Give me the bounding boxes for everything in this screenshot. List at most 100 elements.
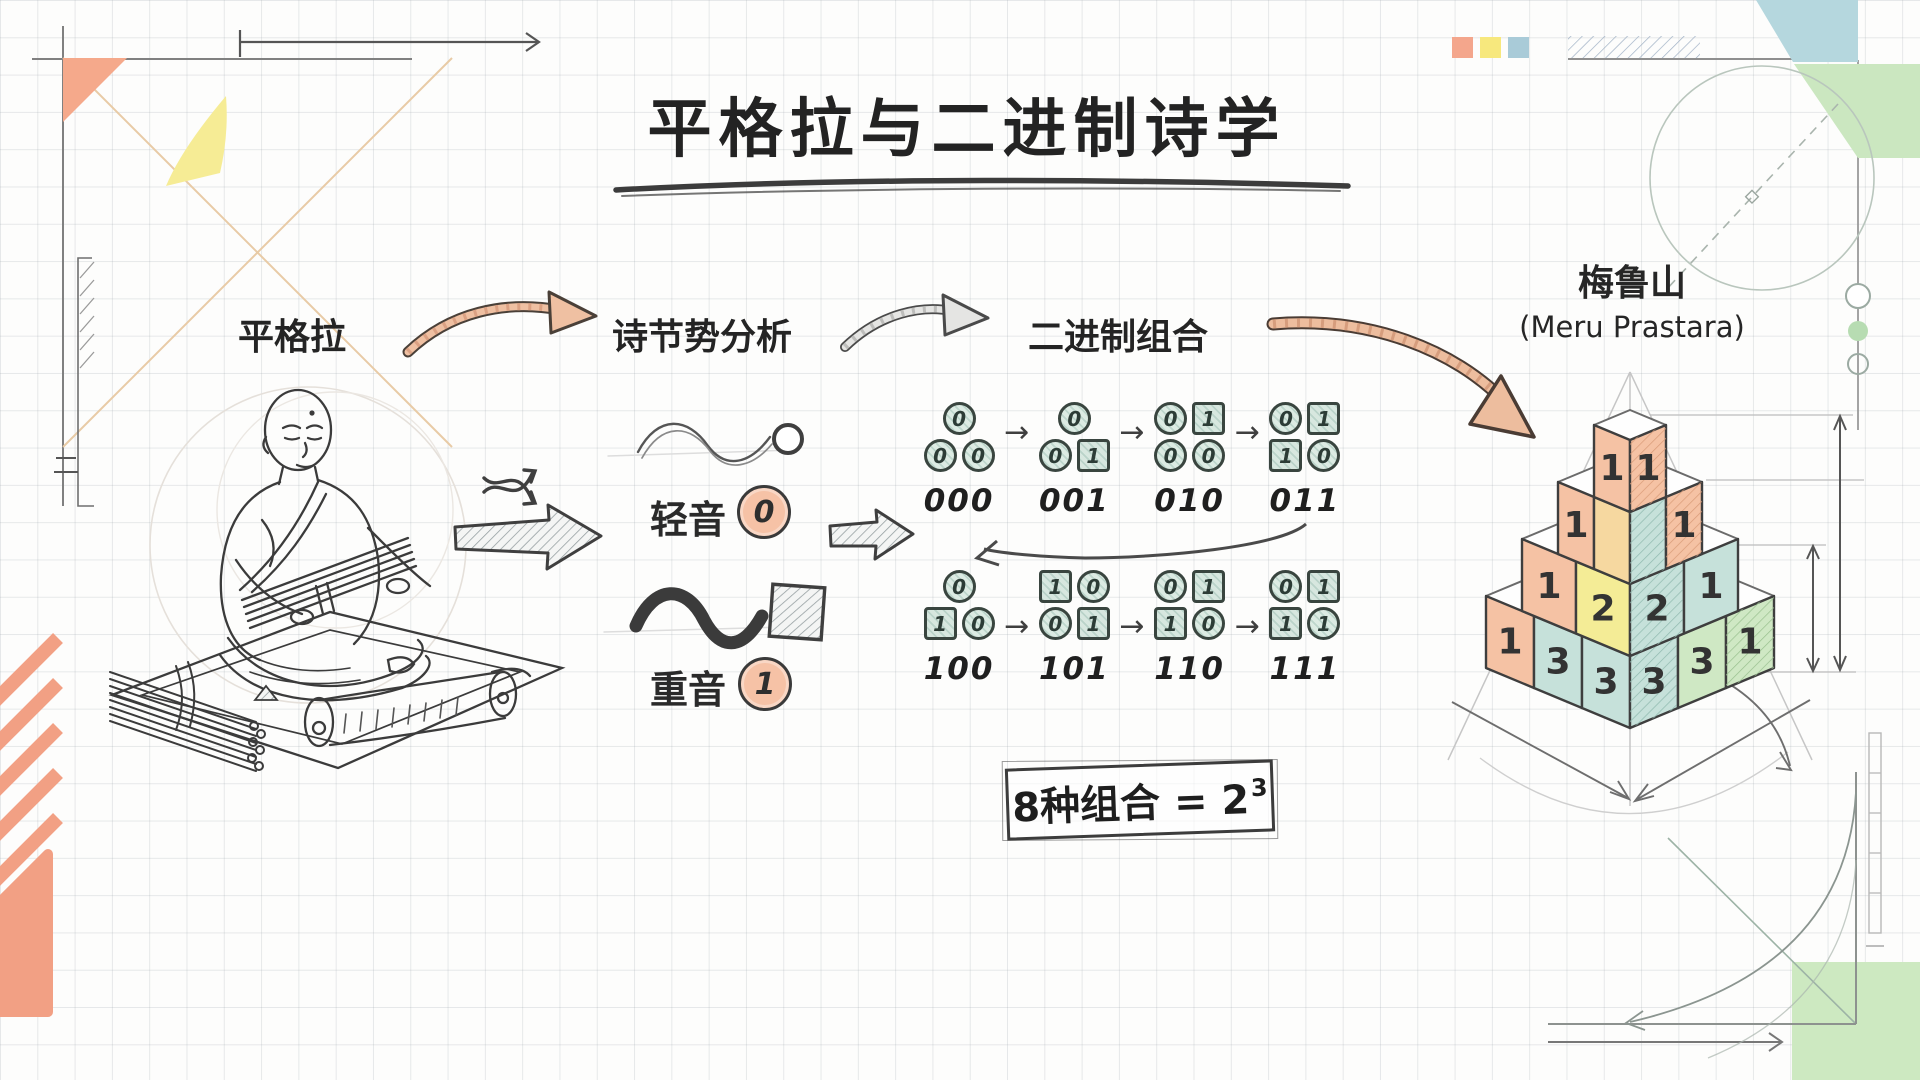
flow-step-binary-combination: 二进制组合 bbox=[1028, 317, 1209, 358]
pyramid-face-value: 2 bbox=[1590, 588, 1615, 629]
pyramid-face-hatch bbox=[1666, 482, 1702, 569]
pyramid-face-value: 3 bbox=[1689, 642, 1714, 683]
binary-label: 000 bbox=[923, 483, 995, 519]
syllable-token-square: 1 bbox=[1076, 607, 1110, 640]
block-arrow-2 bbox=[828, 508, 915, 561]
syllable-token-circle: 0 bbox=[1192, 607, 1226, 640]
binary-label: 010 bbox=[1154, 483, 1225, 519]
pyramid-face-value: 3 bbox=[1641, 662, 1666, 703]
binary-label: 100 bbox=[923, 651, 995, 687]
syllable-token-square: 1 bbox=[1076, 439, 1110, 472]
dimension-arrow-short bbox=[1806, 543, 1820, 674]
flow-arrow-3 bbox=[1266, 316, 1536, 439]
syllable-token-circle: 0 bbox=[1269, 570, 1303, 603]
corner-decoration-bottom-left bbox=[0, 633, 63, 1017]
binary-label: 111 bbox=[1269, 651, 1341, 687]
accent-square-salmon bbox=[1452, 37, 1473, 58]
combo-step-arrow: → bbox=[1004, 415, 1030, 450]
light-circle-marker bbox=[772, 423, 804, 455]
syllable-token-square: 1 bbox=[1269, 439, 1303, 472]
corner-decoration-top-right bbox=[1452, 0, 1920, 430]
manuscript-bundle bbox=[240, 536, 418, 630]
heavy-syllable-badge: 1 bbox=[738, 657, 792, 711]
combo-step-arrow: → bbox=[1234, 415, 1260, 450]
pyramid-face-hatch bbox=[1630, 497, 1666, 584]
binary-label: 011 bbox=[1269, 483, 1341, 519]
combo-step-arrow: → bbox=[1119, 415, 1145, 450]
syllable-token-square: 1 bbox=[1154, 607, 1188, 640]
pyramid-face-value: 2 bbox=[1644, 588, 1669, 629]
syllable-token-circle: 0 bbox=[1154, 439, 1188, 472]
formula-text: 8种组合 = 2 bbox=[1011, 777, 1251, 832]
title-underline bbox=[613, 177, 1351, 197]
heavy-square-marker bbox=[767, 582, 827, 642]
syllable-token-circle: 0 bbox=[1269, 402, 1303, 435]
dimension-arrow-tall bbox=[1833, 413, 1847, 673]
light-syllable-label: 轻音 bbox=[650, 498, 727, 542]
scroll bbox=[303, 667, 532, 748]
syllable-token-circle: 0 bbox=[942, 570, 976, 603]
syllable-token-circle: 0 bbox=[1192, 439, 1226, 472]
pyramid-face-value: 1 bbox=[1635, 448, 1660, 489]
binary-label: 101 bbox=[1038, 651, 1110, 687]
pyramid-face-value: 1 bbox=[1671, 505, 1696, 546]
bindi-dot bbox=[309, 410, 315, 416]
syllable-token-circle: 0 bbox=[1154, 570, 1188, 603]
shuffle-icon bbox=[482, 468, 538, 506]
block-arrow-1 bbox=[453, 503, 603, 571]
flow-step-meter-analysis: 诗节势分析 bbox=[612, 317, 793, 358]
pyramid-face-hatch bbox=[1630, 425, 1666, 512]
syllable-token-circle: 0 bbox=[1057, 402, 1091, 435]
light-syllable-badge: 0 bbox=[737, 485, 791, 539]
syllable-token-circle: 0 bbox=[1154, 402, 1188, 435]
pyramid-face-value: 3 bbox=[1545, 642, 1570, 683]
meru-title-en: (Meru Prastara) bbox=[1519, 310, 1745, 344]
flow-arrow-2 bbox=[840, 293, 990, 352]
syllable-token-circle: 0 bbox=[961, 439, 995, 472]
formula-exponent: 3 bbox=[1250, 773, 1268, 803]
pyramid-face-value: 1 bbox=[1698, 566, 1723, 607]
flow-step-pingala: 平格拉 bbox=[238, 317, 347, 358]
syllable-token-circle: 0 bbox=[1307, 439, 1341, 472]
pyramid-face-value: 1 bbox=[1563, 505, 1588, 546]
accent-square-yellow bbox=[1480, 37, 1501, 58]
pyramid-face-hatch bbox=[1630, 561, 1684, 656]
pyramid-face-hatch bbox=[1630, 636, 1678, 728]
measure-arrow-top-left bbox=[238, 30, 541, 57]
combo-step-arrow: → bbox=[1234, 609, 1260, 644]
pyramid-face-value: 1 bbox=[1536, 566, 1561, 607]
pyramid-face-value: 1 bbox=[1599, 448, 1624, 489]
corner-decoration-top-left bbox=[32, 26, 541, 507]
syllable-token-circle: 0 bbox=[1038, 607, 1072, 640]
corner-decoration-bottom-right bbox=[1548, 732, 1920, 1080]
syllable-token-square: 1 bbox=[1192, 570, 1226, 603]
page-title: 平格拉与二进制诗学 bbox=[647, 93, 1287, 167]
syllable-token-square: 1 bbox=[1307, 570, 1341, 603]
pyramid-face-value: 1 bbox=[1737, 622, 1762, 663]
syllable-token-circle: 0 bbox=[923, 439, 957, 472]
mat bbox=[108, 610, 566, 770]
syllable-token-square: 1 bbox=[1192, 402, 1226, 435]
binary-label: 001 bbox=[1038, 483, 1110, 519]
meru-prastara-heading: 梅鲁山 (Meru Prastara) bbox=[1519, 254, 1745, 344]
syllable-token-square: 1 bbox=[1269, 607, 1303, 640]
heavy-syllable-label: 重音 bbox=[650, 668, 727, 712]
syllable-token-circle: 0 bbox=[942, 402, 976, 435]
binary-label: 110 bbox=[1154, 651, 1225, 687]
hatched-band bbox=[1568, 36, 1700, 59]
syllable-token-circle: 0 bbox=[961, 607, 995, 640]
syllable-token-circle: 0 bbox=[1076, 570, 1110, 603]
